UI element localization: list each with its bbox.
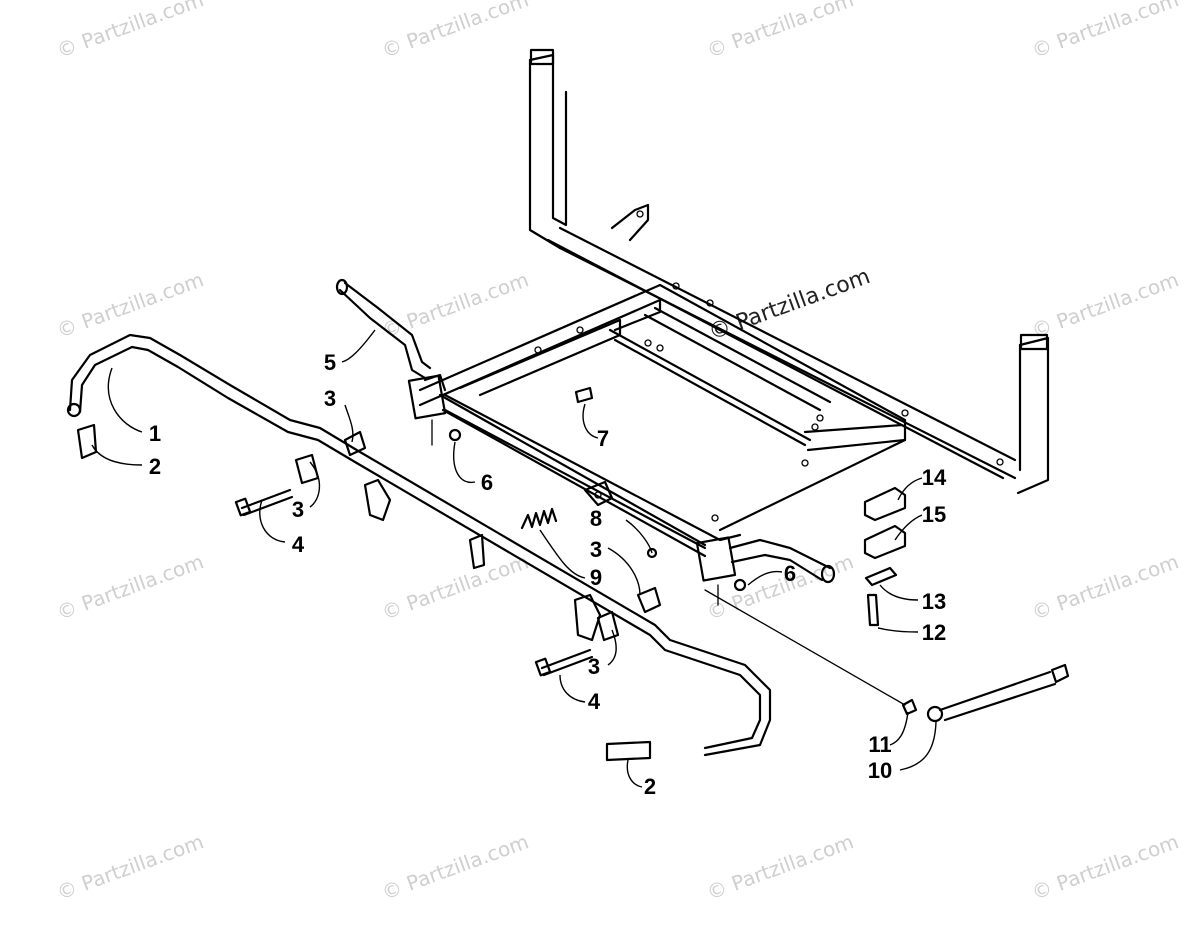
callout-2: 2	[644, 774, 656, 799]
watermark: © Partzilla.com	[704, 549, 857, 624]
callout-12: 12	[922, 620, 946, 645]
callout-4: 4	[292, 532, 305, 557]
callout-11: 11	[868, 732, 891, 757]
cable	[704, 589, 1070, 723]
watermark: © Partzilla.com	[54, 549, 207, 624]
watermark: © Partzilla.com	[704, 829, 857, 904]
watermark: © Partzilla.com	[1029, 549, 1182, 624]
watermark: © Partzilla.com	[379, 549, 532, 624]
callout-3: 3	[588, 654, 600, 679]
callout-15: 15	[922, 502, 946, 527]
watermark: © Partzilla.com	[379, 0, 532, 63]
callout-9: 9	[590, 565, 602, 590]
spring	[520, 507, 558, 530]
clamps	[294, 430, 662, 642]
watermark: © Partzilla.com	[379, 829, 532, 904]
rear-frame	[528, 48, 1050, 495]
callout-3: 3	[590, 537, 602, 562]
callout-3: 3	[292, 497, 304, 522]
callout-10: 10	[868, 758, 892, 783]
watermark-grid: © Partzilla.com © Partzilla.com © Partzi…	[54, 0, 1182, 905]
callout-14: 14	[922, 465, 947, 490]
callout-labels: 1 2 5 3 3 4 6 7 8 3 9 6 3 4 2 14 15 13 1…	[149, 350, 947, 799]
hardware	[448, 386, 747, 592]
cable-clamp-set	[863, 486, 907, 627]
watermark: © Partzilla.com	[379, 267, 532, 342]
callout-3: 3	[324, 386, 336, 411]
watermark: © Partzilla.com	[704, 0, 857, 63]
callout-6: 6	[784, 561, 796, 586]
watermark: © Partzilla.com	[1029, 829, 1182, 904]
watermark: © Partzilla.com	[54, 267, 207, 342]
callout-1: 1	[149, 421, 161, 446]
watermark: © Partzilla.com	[54, 829, 207, 904]
u-bar	[66, 333, 772, 762]
watermark: © Partzilla.com	[1029, 267, 1182, 342]
leader-lines	[91, 329, 937, 788]
callout-8: 8	[590, 506, 602, 531]
callout-5: 5	[324, 350, 336, 375]
bolts	[234, 488, 594, 677]
callout-4: 4	[588, 689, 601, 714]
watermark: © Partzilla.com	[1029, 0, 1182, 63]
front-handle-bar	[335, 278, 836, 606]
callout-2: 2	[149, 454, 161, 479]
callout-13: 13	[922, 589, 946, 614]
watermark: © Partzilla.com	[54, 0, 207, 63]
callout-7: 7	[597, 426, 609, 451]
callout-6: 6	[481, 470, 493, 495]
